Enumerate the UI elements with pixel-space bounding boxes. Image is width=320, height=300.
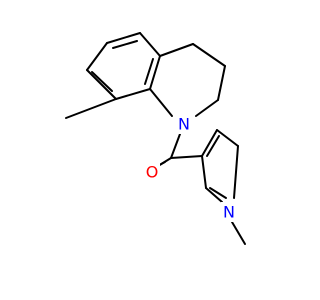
bond	[86, 42, 108, 71]
bond	[201, 129, 218, 157]
atom-label-n-ring: N	[176, 114, 192, 134]
bond	[144, 58, 154, 85]
bond	[149, 88, 173, 117]
bond	[159, 43, 194, 57]
nitrogen-label: N	[223, 203, 235, 222]
bond	[91, 71, 113, 92]
bond	[106, 32, 141, 44]
bond	[170, 155, 203, 159]
bond	[192, 43, 226, 67]
bond	[206, 135, 220, 157]
bond	[209, 187, 227, 199]
label-mask	[176, 114, 192, 134]
bond	[86, 69, 117, 100]
bond	[115, 88, 151, 100]
atom-label-n-pyrrole: N	[221, 202, 237, 222]
label-mask	[144, 162, 160, 182]
label-mask	[221, 202, 237, 222]
bond	[231, 221, 246, 245]
atom-label-o-carbonyl: O	[144, 162, 160, 182]
bond	[233, 145, 239, 199]
bond	[139, 32, 161, 57]
nitrogen-label: N	[178, 115, 190, 134]
bond	[205, 187, 223, 203]
molecule-structure-diagram: N O N	[65, 32, 246, 245]
bond	[195, 99, 219, 117]
bond	[149, 55, 161, 90]
oxygen-label: O	[146, 163, 159, 182]
bond	[201, 155, 207, 189]
bond	[65, 98, 117, 119]
bond	[170, 133, 181, 159]
bond	[216, 129, 239, 147]
bond	[217, 65, 226, 101]
bond	[112, 40, 138, 49]
